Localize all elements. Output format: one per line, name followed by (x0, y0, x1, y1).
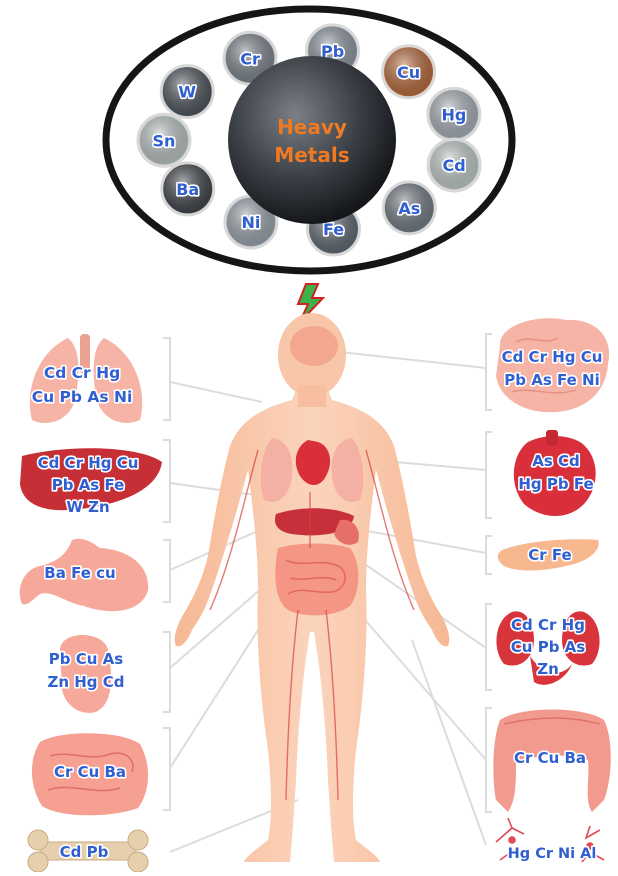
pancreas-label: Cr Fe (528, 546, 571, 564)
metal-symbol-cu: Cu (397, 63, 420, 82)
kidneys-label-3: Zn (537, 660, 559, 678)
metal-symbol-w: W (178, 83, 196, 102)
kidneys-label-1: Cd Cr Hg (511, 616, 585, 634)
metal-symbol-sn: Sn (153, 131, 176, 150)
nerves-label: Hg Cr Ni Al (508, 846, 597, 862)
metal-symbol-fe: Fe (323, 220, 344, 239)
metal-symbol-cr: Cr (240, 49, 260, 68)
heavy-metals-hub (228, 56, 396, 224)
metal-stone-as: As (383, 182, 435, 234)
hub-title-line-2: Metals (274, 143, 349, 167)
gallbladder-label-1: Pb Cu As (49, 650, 123, 668)
liver-label-3: W Zn (66, 498, 109, 516)
metal-stone-cu: Cu (383, 46, 435, 98)
body-intestines (275, 544, 358, 616)
bone-label: Cd Pb (60, 843, 109, 861)
metal-symbol-ba: Ba (176, 180, 199, 199)
large-intestine-label: Cr Cu Ba (514, 749, 586, 767)
metal-symbol-cd: Cd (443, 156, 466, 175)
gallbladder-label-2: Zn Hg Cd (47, 673, 124, 691)
heart-label-1: As Cd (532, 452, 580, 470)
metal-symbol-ni: Ni (242, 213, 261, 232)
stomach-label: Ba Fe cu (44, 564, 115, 582)
heavy-metals-bubble: PbCuHgCdAsFeNiBaSnWCr Heavy Metals (106, 9, 512, 271)
metal-stone-cd: Cd (428, 139, 480, 191)
body-brain (290, 326, 338, 366)
lungs-label-2: Cu Pb As Ni (32, 388, 133, 406)
metal-stone-ba: Ba (162, 163, 214, 215)
human-body (175, 313, 450, 862)
liver-label-1: Cd Cr Hg Cu (38, 454, 139, 472)
brain-label-1: Cd Cr Hg Cu (502, 348, 603, 366)
metal-stone-sn: Sn (138, 114, 190, 166)
heart-label-2: Hg Pb Fe (518, 475, 593, 493)
lungs-label-1: Cd Cr Hg (44, 364, 120, 382)
metal-symbol-hg: Hg (441, 105, 466, 124)
metal-stone-w: W (161, 66, 213, 118)
kidneys-label-2: Cu Pb As (511, 638, 585, 656)
metal-symbol-as: As (398, 199, 420, 218)
heart-icon (514, 430, 596, 516)
liver-label-2: Pb As Fe (52, 476, 125, 494)
hub-title-line-1: Heavy (277, 115, 347, 139)
small-intestine-label: Cr Cu Ba (54, 763, 126, 781)
brain-label-2: Pb As Fe Ni (504, 371, 599, 389)
metal-stone-hg: Hg (428, 88, 480, 140)
